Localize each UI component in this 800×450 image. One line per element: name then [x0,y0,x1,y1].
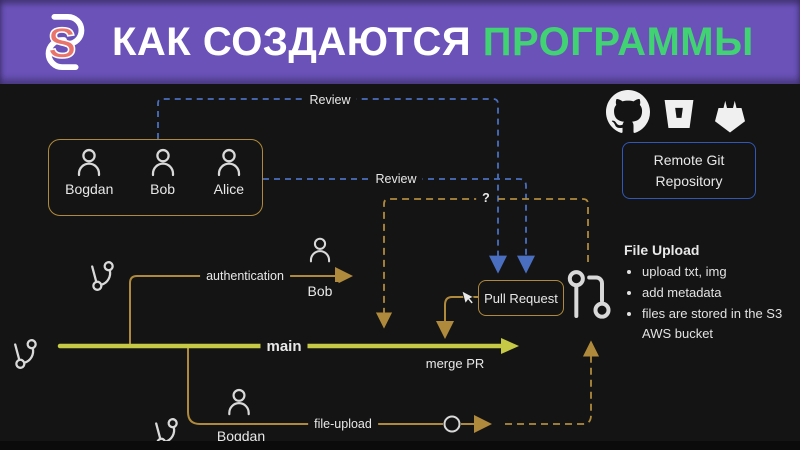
github-icon [606,90,650,133]
bs-logo: S [45,13,85,71]
note-title: File Upload [624,242,700,258]
note-bullet: files are stored in the S3 AWS bucket [642,304,800,346]
git-branch-icon [14,339,37,369]
pull-request-box: Pull Request [478,280,564,316]
merge-pr-label: merge PR [425,356,485,371]
note-bullet: add metadata [642,283,800,304]
review-label-side: Review [369,171,423,187]
dev-name-bogdan: Bogdan [210,427,272,445]
review-label-top: Review [303,92,357,108]
person-icon [309,237,331,263]
git-pull-request-icon [567,270,611,319]
file-upload-branch-line [187,346,443,425]
title-white: КАК СОЗДАЮТСЯ [112,19,472,64]
question-label: ? [476,190,496,206]
member-name: Bob [150,181,176,197]
file-upload-note: File Upload upload txt, img add metadata… [624,242,800,345]
team-member-bogdan: Bogdan [65,147,113,197]
note-bullet: upload txt, img [642,262,800,283]
person-icon [228,388,250,416]
person-icon [151,148,174,177]
person-icon [217,148,240,177]
member-name: Bogdan [65,181,114,197]
title-green: ПРОГРАММЫ [482,19,754,64]
main-branch-label: main [260,337,308,356]
logo-arc-bottom [45,37,79,71]
bitbucket-icon [664,100,694,128]
repo-label-line1: Remote Git [653,151,725,168]
logo-letter: S [48,19,76,67]
diagram-canvas: Bogdan Bob Alice [0,84,800,450]
team-member-bob: Bob [146,147,180,197]
review-wire-side [263,178,535,274]
remote-repo-box: Remote Git Repository [622,142,756,199]
authentication-label: authentication [200,268,290,284]
dev-name-bob: Bob [301,282,339,300]
person-icon [78,148,101,177]
file-upload-to-pr-wire [505,340,600,425]
cursor-icon [461,290,475,305]
note-bullet-list: upload txt, img add metadata files are s… [624,262,800,345]
repo-label-line2: Repository [655,172,723,189]
header-banner: S КАК СОЗДАЮТСЯ ПРОГРАММЫ [0,0,800,84]
gitlab-icon [715,100,745,133]
bottom-strip [0,441,800,450]
main-branch-arrowhead [501,338,519,354]
team-box: Bogdan Bob Alice [48,139,263,216]
authentication-branch-line [129,267,353,346]
member-name: Alice [213,181,245,197]
review-wire-top [157,98,507,274]
logo-arc-top [51,13,85,47]
page-title: КАК СОЗДАЮТСЯ ПРОГРАММЫ [112,20,754,65]
pull-request-label: Pull Request [484,290,558,306]
git-branch-icon [91,261,114,291]
merge-pr-arrow [436,296,478,339]
file-upload-branch-label: file-upload [308,416,378,432]
commit-node [443,415,461,433]
team-member-alice: Alice [212,147,246,197]
